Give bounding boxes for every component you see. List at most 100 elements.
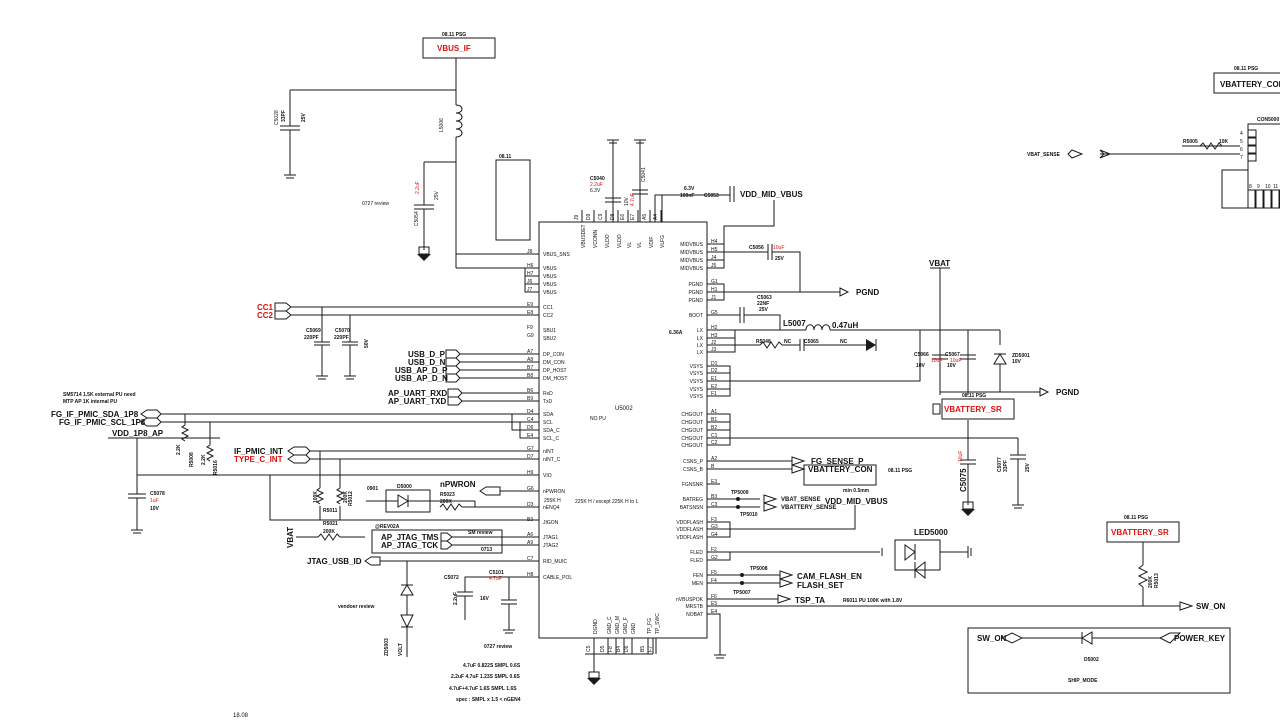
ic-right-pin-number: F3 <box>711 517 717 523</box>
vbus-if-box <box>422 37 496 59</box>
c5054-rating: 25V <box>434 190 440 200</box>
ic-right-pin-name: MIDVBUS <box>680 242 703 248</box>
ic-left-pin-number: D3 <box>527 502 534 508</box>
ic-left-pin-name: nINT <box>543 449 554 455</box>
ic-left-pin-number: H8 <box>527 572 534 578</box>
ic-right-pin-name: PGND <box>689 290 704 296</box>
note-smpl-2: 2.2uF 4.7uF 1.23S SMPL 0.6S <box>451 674 520 680</box>
c5041-value: 4.7uF <box>630 193 636 206</box>
ic-bottom-pin-name: GND_F <box>623 617 629 634</box>
r5012-ref: R5012 <box>348 491 354 506</box>
ic-right-pin-name: LX <box>697 328 704 334</box>
ic-left-pin-name: DM_HOST <box>543 376 567 382</box>
ic-right-pin-name: MIDVBUS <box>680 250 703 256</box>
ic-right-pin-number: A2 <box>711 456 717 462</box>
net-fg-scl: FG_IF_PMIC_SCL_1P8 <box>59 418 146 427</box>
zd5001-ref: ZD5001 <box>1012 353 1030 359</box>
ic-right-pin-name: CHGOUT <box>681 436 703 442</box>
note-sm5714-2: MTP AP 1K internal PU <box>63 399 117 405</box>
ic-right-pin-number: J2 <box>711 340 717 346</box>
ic-top-pin-name: VLDO <box>617 234 623 248</box>
ic-left-pin-number: D4 <box>527 409 534 415</box>
ic-left-pin-number: B9 <box>527 396 533 402</box>
ic-top-pin-name: VDIF <box>649 237 655 248</box>
ic-bottom-pin-number: B5 <box>640 646 646 652</box>
vbattery-sr-box <box>941 398 1015 420</box>
placeholder-box <box>495 159 531 241</box>
ic-bottom-pins: C5DGNDD5GND_CF8GND_MB4GND_FD6GNDB5TP_FGF… <box>586 613 661 654</box>
c5066-rating: 10V <box>916 363 926 369</box>
c5078-ref: C5078 <box>150 491 165 497</box>
l5007-inductor <box>805 324 831 331</box>
ic-right-pin-number: F1 <box>711 391 717 397</box>
vbattery-sr2-label: VBATTERY_SR <box>1111 528 1169 537</box>
r5048-value: NC <box>784 339 792 345</box>
ic-top-pin-number: J9 <box>574 215 580 221</box>
ic-right-pin-name: CHGOUT <box>681 412 703 418</box>
ic-left-pin-name: JTAG2 <box>543 543 558 549</box>
ic-top-pin-number: E7 <box>630 214 636 220</box>
vbattery-sr-label: VBATTERY_SR <box>944 405 1002 414</box>
con5000-pin-number: 9 <box>1257 184 1260 190</box>
ic-top-pins: J9VBUSDETD9VCONNC9VLDOD8VLDOE6VLE7VLA5VD… <box>574 210 666 248</box>
tp5009: TP5009 <box>731 490 749 496</box>
ic-top-pin-number: A4 <box>653 214 659 220</box>
net-vbat-left: VBAT <box>286 527 295 548</box>
c5072-value: 2.2uF <box>453 592 459 605</box>
r5005-value: 10K <box>1219 139 1229 145</box>
ic-left-pin-name: JTAG1 <box>543 535 558 541</box>
ic-right-pin-number: G5 <box>711 310 718 316</box>
ic-right-pin-number: G2 <box>711 555 718 561</box>
ic-right-pin-name: CHGOUT <box>681 443 703 449</box>
d5002-ref: D5002 <box>1084 657 1099 663</box>
c5040-rating: 6.3V <box>590 188 601 194</box>
ic-top-pin-number: D9 <box>586 213 592 220</box>
ic-left-pin-name: RID_MUIC <box>543 559 568 565</box>
r5008-value: 2.2K <box>176 444 182 455</box>
ic-right-pin-name: FLED <box>690 558 703 564</box>
ic-right-pin-number: E4 <box>711 609 717 615</box>
vbattery-con-top-box <box>1213 72 1280 94</box>
ic-right-pin-number: H1 <box>711 287 718 293</box>
con5000-pin-number: 10 <box>1265 184 1271 190</box>
r5016-value: 2.2K <box>201 454 207 465</box>
net-vbatgnd-sense: VBATTERY_SENSE <box>781 505 836 511</box>
ic-left-pin-number: G7 <box>527 446 534 452</box>
jtag-box <box>371 529 503 554</box>
ic-right-pin-name: VSYS <box>690 364 704 370</box>
ic-right-pin-number: F4 <box>711 578 717 584</box>
ic-left-pin-number: B8 <box>527 373 533 379</box>
ic-left-pin-number: J7 <box>527 287 533 293</box>
ic-right-pin-name: PGND <box>689 298 704 304</box>
r5011-value: 100K <box>313 491 319 503</box>
con5000-pin-number: 7 <box>1240 155 1243 161</box>
ic-left-pin-number: J8 <box>527 249 533 255</box>
ic-left-pin-number: H6 <box>527 263 534 269</box>
lx-current: 6.36A <box>669 330 683 336</box>
c5065-ref: C5065 <box>804 339 819 345</box>
c5078-rating: 10V <box>150 506 160 512</box>
net-ap-jtag-tms: AP_JTAG_TMS <box>381 533 439 542</box>
ic-left-pin-name: nPWRON <box>543 489 565 495</box>
ic-left-pin-number: D6 <box>527 425 534 431</box>
r5048-ref: R5048 <box>756 339 771 345</box>
c5053-ref: C5053 <box>704 193 719 199</box>
c5070-value: 220PF <box>334 335 349 341</box>
con5000-pin-number: 6 <box>1240 147 1243 153</box>
con5000-pin-number: 4 <box>1240 131 1243 137</box>
ic-right-pin-name: nVBUSPOK <box>676 597 704 603</box>
c5077-ref: C5077 <box>997 457 1003 472</box>
vbattery-sr2-version: 08.11 PSG <box>1124 515 1148 521</box>
r5023-ref: R5023 <box>440 492 455 498</box>
zd5001-rating: 10V <box>1012 359 1022 365</box>
tp5007: TP5007 <box>733 590 751 596</box>
con5000-pins: 456789101112 <box>1240 129 1280 209</box>
ic-right-pin-name: FEN <box>693 573 703 579</box>
ic-left-pin-number: E9 <box>527 302 533 308</box>
con5000-body <box>1247 123 1280 191</box>
ic-right-pin-name: BATREG <box>683 497 703 503</box>
ic-right-pin-number: H2 <box>711 325 718 331</box>
note-smpl-3: 4.7uF+4.7uF 1.6S SMPL 1.6S <box>449 686 517 692</box>
con5000-pin-number: 11 <box>1273 184 1278 190</box>
